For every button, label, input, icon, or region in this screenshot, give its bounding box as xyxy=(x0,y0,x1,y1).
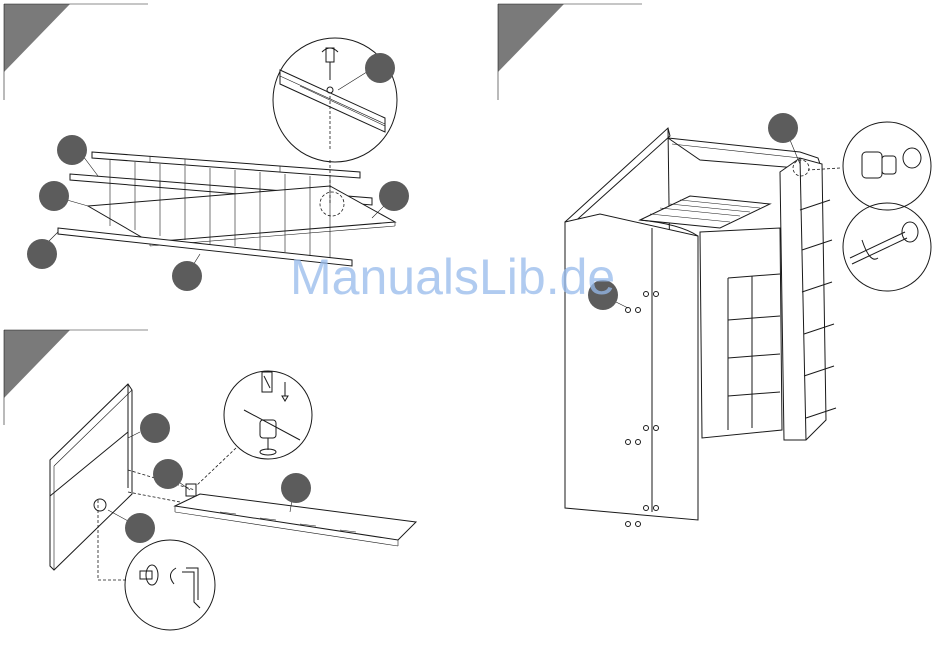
callout-marker xyxy=(768,113,798,143)
wrench-detail-circle xyxy=(125,540,215,630)
end-panel xyxy=(50,384,132,570)
callout-marker xyxy=(172,261,202,291)
step-1-panel xyxy=(4,4,409,291)
callout-marker xyxy=(27,239,57,269)
callout-marker xyxy=(140,413,170,443)
callout-marker xyxy=(365,53,395,83)
upper-guard-rail xyxy=(92,152,360,178)
step-1-corner-tab xyxy=(4,4,148,100)
step-3-panel xyxy=(498,4,931,527)
front-panel xyxy=(565,214,698,520)
callout-marker xyxy=(39,181,69,211)
callout-marker xyxy=(57,135,87,165)
step-2-callouts xyxy=(108,413,311,543)
step-3-corner-tab xyxy=(498,4,642,100)
callout-marker xyxy=(281,473,311,503)
callout-marker xyxy=(588,280,618,310)
screwdriver-detail-circle xyxy=(843,203,931,291)
callout-marker xyxy=(125,513,155,543)
right-end-frame xyxy=(780,158,826,440)
callout-marker xyxy=(153,459,183,489)
cam-bolt-detail-circle xyxy=(196,371,312,486)
step-2-panel xyxy=(4,330,416,630)
bed-slats xyxy=(640,196,770,228)
shelf-unit xyxy=(700,228,782,438)
callout-marker xyxy=(379,181,409,211)
